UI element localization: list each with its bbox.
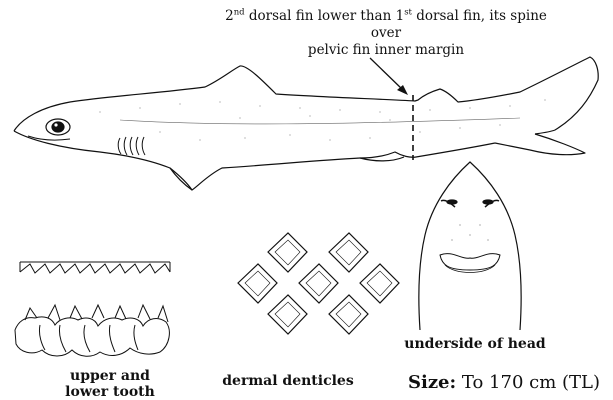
tooth-row	[20, 262, 170, 273]
fin-annotation: 2nd dorsal fin lower than 1st dorsal fin…	[210, 8, 562, 59]
shark-head-underside	[419, 162, 521, 330]
tooth-label: upper and lower tooth	[30, 368, 190, 400]
annotation-line-1: 2nd dorsal fin lower than 1st dorsal fin…	[210, 8, 562, 42]
denticle-cluster	[238, 233, 399, 334]
size-key: Size:	[408, 372, 456, 393]
shark-side-view	[14, 57, 598, 190]
lower-tooth-row	[15, 305, 169, 356]
denticles-label: dermal denticles	[208, 373, 368, 389]
head-label: underside of head	[385, 336, 565, 352]
annotation-line-2: pelvic fin inner margin	[210, 42, 562, 59]
size-info: Size: To 170 cm (TL)	[408, 372, 600, 394]
arrow-icon	[370, 58, 413, 160]
size-value: To 170 cm (TL)	[462, 372, 600, 393]
